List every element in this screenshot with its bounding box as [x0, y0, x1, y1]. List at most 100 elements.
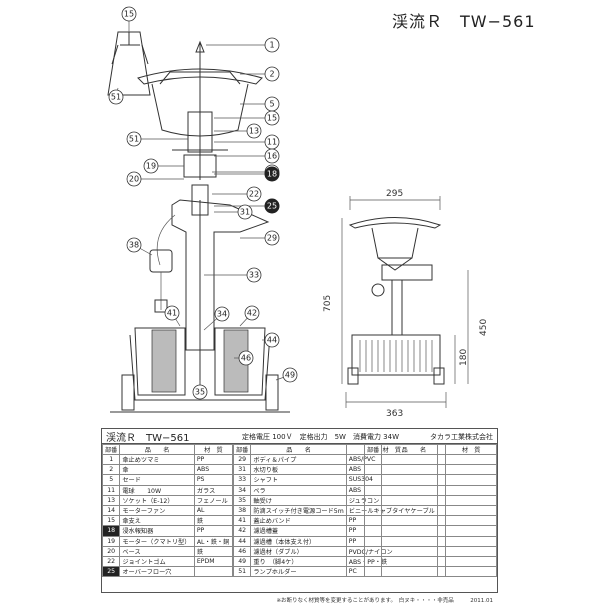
callout-number: 34 [217, 310, 227, 319]
callout-number: 16 [267, 152, 277, 161]
part-number [363, 545, 383, 557]
part-name: ランプホルダー [250, 566, 347, 578]
part-material: EPDM [193, 555, 234, 568]
part-number: 1 [101, 453, 121, 466]
part-name [381, 566, 447, 578]
parts-table-right: 部番品 名材 質 [363, 444, 497, 578]
callout-number: 18 [267, 170, 277, 179]
part-name: 傘支え [119, 515, 195, 527]
callout-number: 11 [267, 138, 277, 147]
part-name: ベース [119, 545, 195, 557]
part-name: ペラ [250, 484, 347, 496]
callout-circle [237, 204, 253, 220]
callout-number: 22 [249, 190, 259, 199]
part-material [445, 504, 497, 517]
lamp-head [137, 40, 263, 180]
part-number: 11 [101, 484, 121, 496]
part-name [381, 535, 447, 547]
part-name [381, 515, 447, 527]
footer-note: ※お断りなく材質等を変更することがあります。 白ヌキ・・・・非売品 2011.0… [276, 598, 493, 604]
part-material: 鉄 [193, 515, 234, 527]
part-number: 34 [232, 484, 252, 496]
part-name [381, 453, 447, 466]
callout-circle [264, 198, 280, 214]
callout-circle [246, 186, 262, 202]
part-name: ソケット（E-12） [119, 494, 195, 506]
dim-top-width: 295 [386, 189, 403, 199]
callout-circle [121, 6, 137, 22]
callout-circle [126, 171, 142, 187]
part-material [445, 525, 497, 537]
column-header: 品 名 [250, 444, 347, 455]
callout-circle [264, 110, 280, 126]
part-name: シャフト [250, 474, 347, 486]
table-row [363, 525, 497, 537]
part-number [363, 464, 383, 476]
part-number: 20 [101, 545, 121, 557]
part-name: モーターファン [119, 504, 195, 517]
callout-number: 35 [195, 388, 205, 397]
part-material: PS [193, 474, 234, 486]
part-material [445, 555, 497, 568]
part-number: 38 [232, 504, 252, 517]
part-material: フェノール [193, 494, 234, 506]
table-row [363, 474, 497, 486]
table-row [363, 484, 497, 496]
callout-number: 41 [167, 309, 177, 318]
part-material [445, 484, 497, 496]
part-name: モーター（クマトリ型） [119, 535, 195, 547]
part-material: ガラス [193, 484, 234, 496]
table-row [363, 515, 497, 527]
spec-ratings: 定格電圧 100Ｖ 定格出力 5W 消費電力 34W [242, 433, 400, 441]
callout-number: 33 [249, 271, 259, 280]
part-material [445, 535, 497, 547]
callout-number: 51 [111, 93, 121, 102]
part-number [363, 474, 383, 486]
callout-number: 15 [124, 10, 134, 19]
part-number: 41 [232, 515, 252, 527]
callout-circle [264, 230, 280, 246]
spec-model-name: 渓流Ｒ TW−561 [106, 433, 190, 444]
callout-circle [126, 131, 142, 147]
callout-number: 5 [269, 100, 274, 109]
part-material [445, 515, 497, 527]
callout-circle [264, 148, 280, 164]
part-name: 水切り板 [250, 464, 347, 476]
part-name [381, 484, 447, 496]
part-material [193, 566, 234, 578]
dim-height-base: 180 [459, 349, 469, 366]
callout-circle [126, 237, 142, 253]
part-name: 蓋止めバンド [250, 515, 347, 527]
part-number: 5 [101, 474, 121, 486]
callout-number: 46 [241, 354, 251, 363]
part-number [363, 494, 383, 506]
part-name: 傘 [119, 464, 195, 476]
part-name [381, 474, 447, 486]
callout-group: 1551125151351111614191820222531293833413… [108, 6, 298, 400]
part-name [381, 464, 447, 476]
part-material [445, 453, 497, 466]
table-row [363, 535, 497, 547]
part-material [445, 494, 497, 506]
spec-header: 渓流Ｒ TW−561 定格電圧 100Ｖ 定格出力 5W 消費電力 34W タカ… [102, 429, 497, 444]
part-number: 51 [232, 566, 252, 578]
part-material: AL・鉄・銅 [193, 535, 234, 547]
callout-number: 1 [269, 41, 274, 50]
part-name: 浸水報知器 [119, 525, 195, 537]
part-number: 13 [101, 494, 121, 506]
pump-body [149, 184, 270, 395]
part-material [445, 545, 497, 557]
column-header: 材 質 [193, 444, 234, 455]
table-row [363, 545, 497, 557]
part-number: 25 [101, 566, 121, 578]
filter-tank [110, 327, 290, 413]
callout-circle [264, 66, 280, 82]
callout-circle [246, 267, 262, 283]
callout-number: 51 [129, 135, 139, 144]
